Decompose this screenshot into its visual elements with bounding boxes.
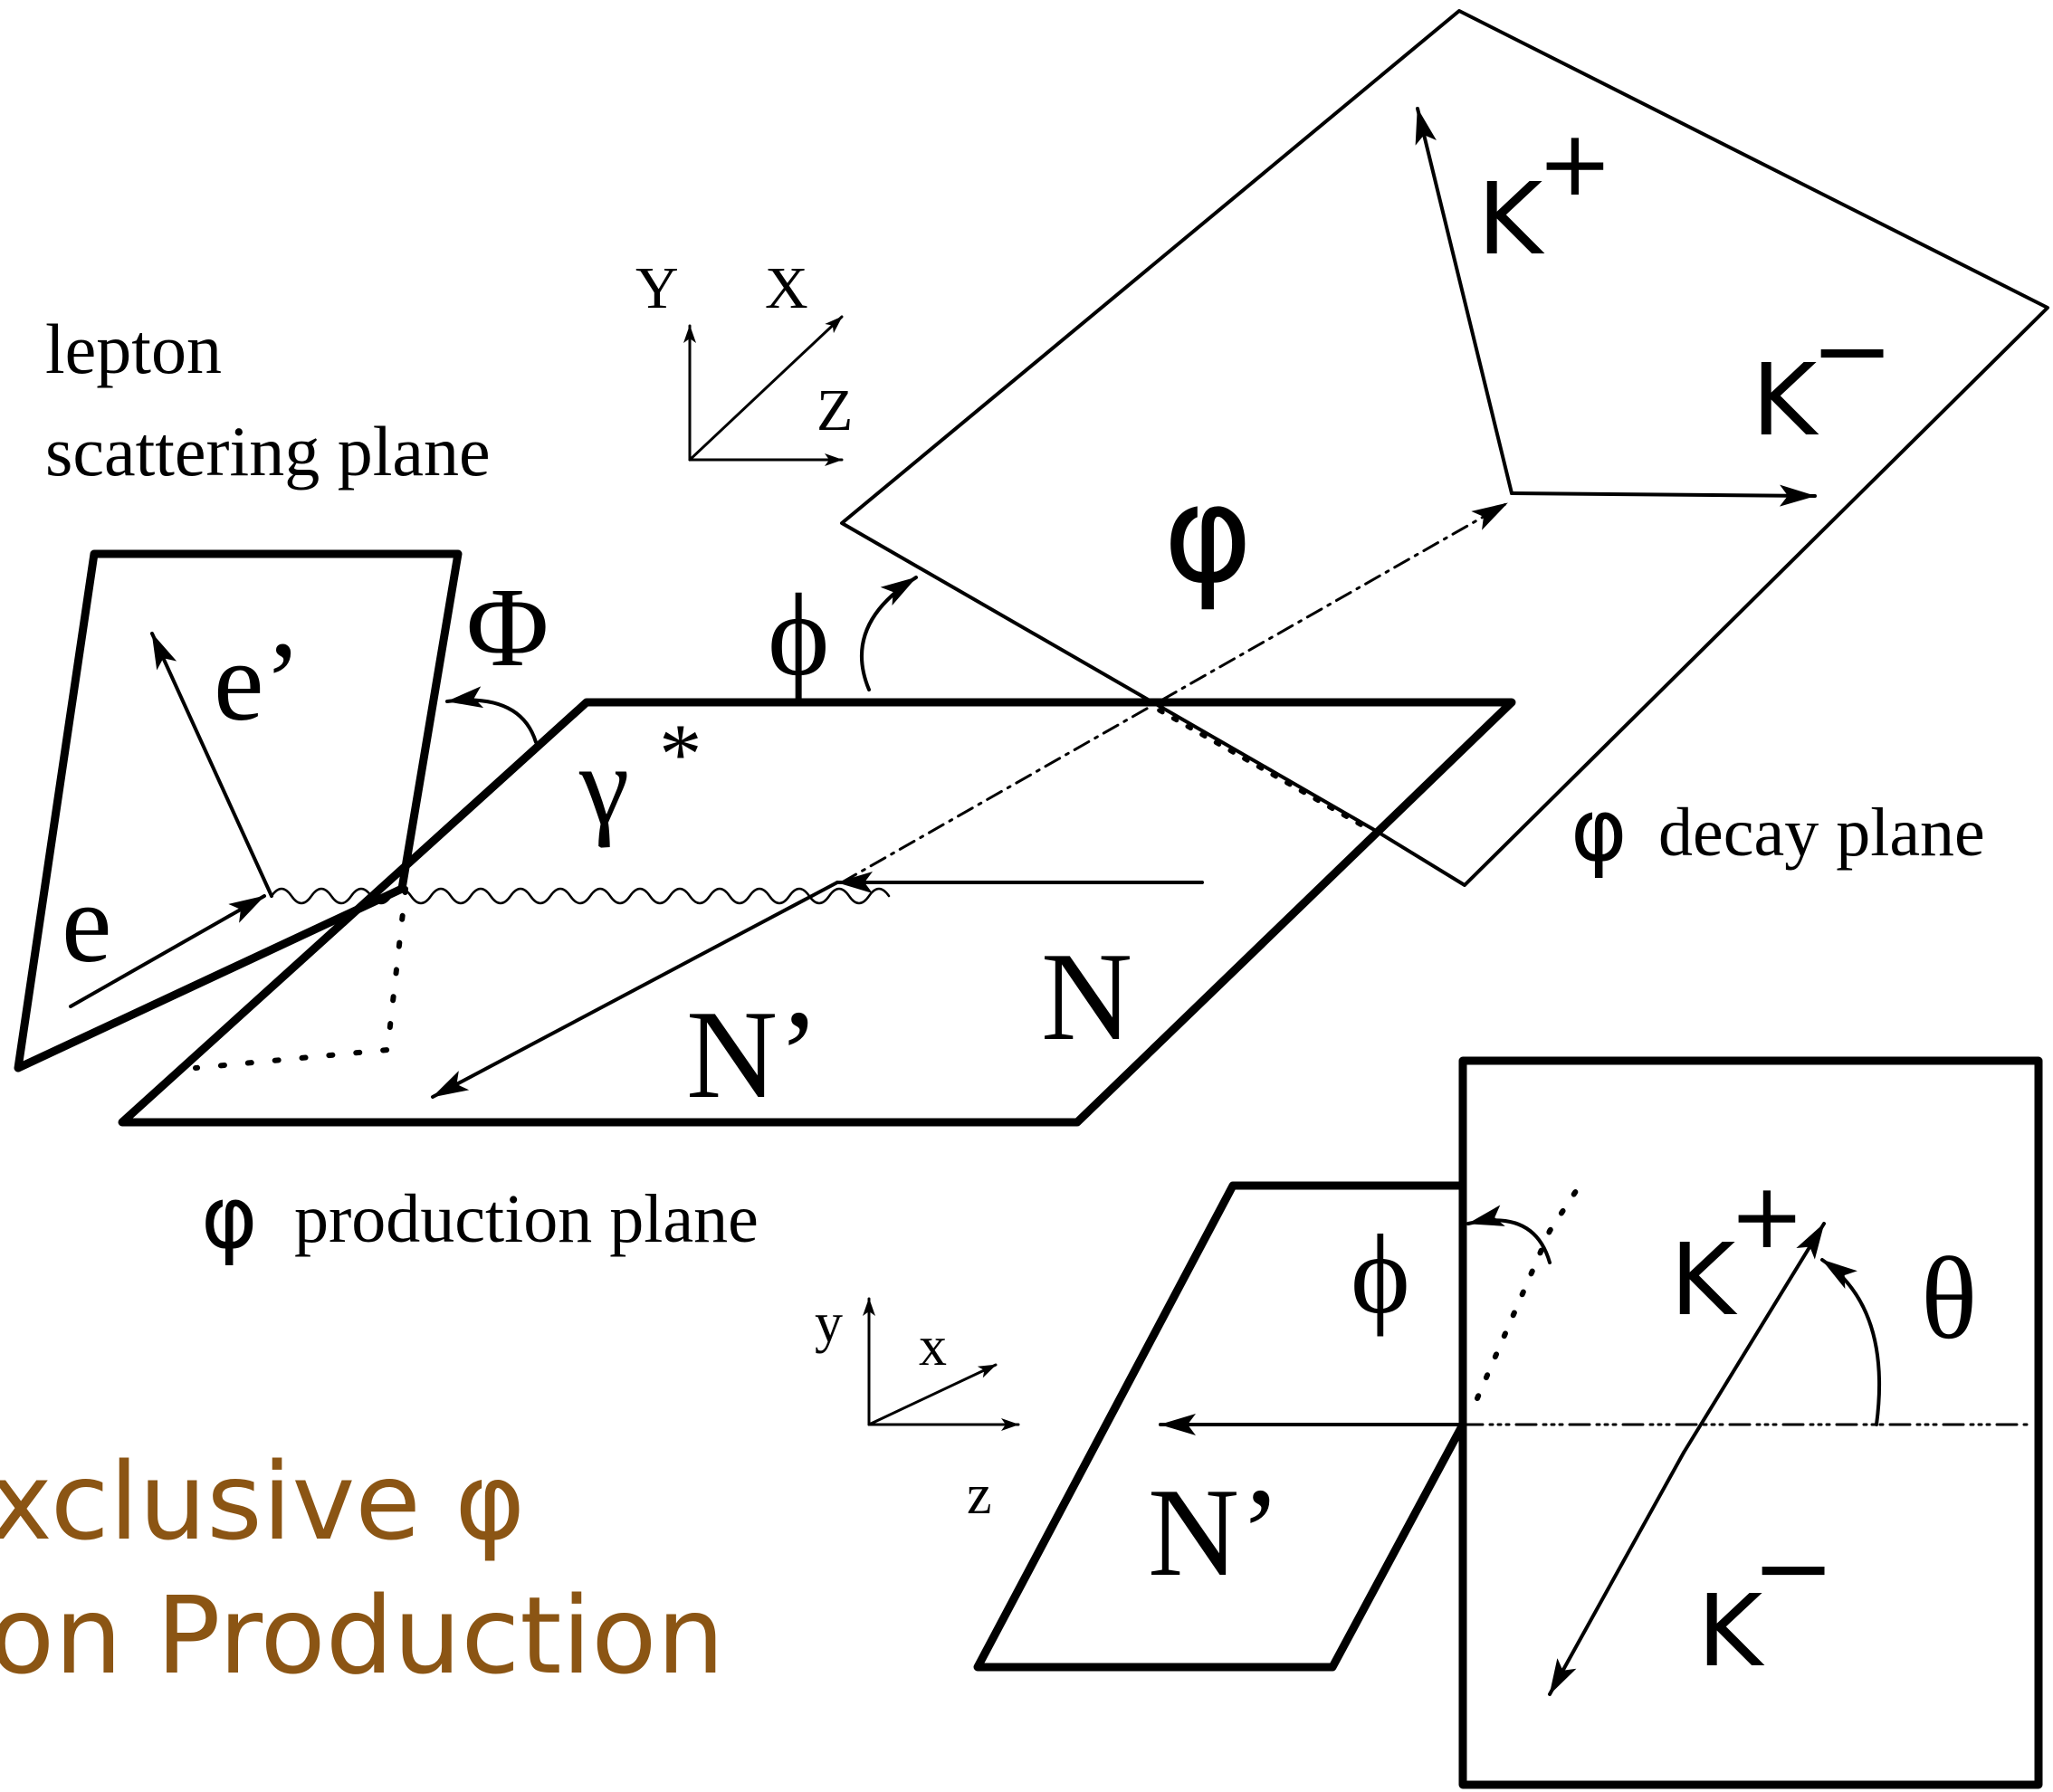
kaon-minus-arrow [1510, 484, 1817, 507]
Phi-angle-arc [445, 686, 538, 744]
decay-plane [840, 9, 2049, 887]
phi-direction-line [840, 501, 1509, 884]
slide-title-line2: on Production [0, 1573, 724, 1698]
lower-kaon-minus-arrow [1548, 1451, 1685, 1696]
lower-kaon-minus-sign: − [1752, 1510, 1835, 1625]
lower-kaon-plus-arrow [1682, 1222, 1826, 1454]
gamma-label: γ [578, 724, 629, 849]
kaon-plus-label: K [1477, 161, 1545, 277]
axis-X-label: X [765, 255, 808, 321]
slide-title-line1: xclusive φ [0, 1439, 525, 1564]
production-plane-label: production plane [294, 1181, 759, 1257]
axis-y-label: y [815, 1292, 843, 1354]
decay-plane-hidden-edge [1142, 700, 1374, 834]
production-plane [118, 698, 1516, 1127]
lower-kaon-plus-sign: + [1729, 1163, 1805, 1269]
lepton-plane-label-line2: scattering plane [45, 412, 491, 491]
phi-angle-arc [860, 576, 918, 691]
N-label: N [1041, 927, 1132, 1067]
lower-phi-angle-label: ϕ [1351, 1213, 1410, 1338]
phi-angle-label: ϕ [768, 570, 829, 701]
lepton-plane-hidden-edge [193, 886, 408, 1071]
upper-axes [683, 315, 844, 466]
kaon-plus-arrow [1415, 107, 1513, 495]
phi-meson-label: φ [1163, 456, 1253, 614]
axis-z-label: z [967, 1464, 992, 1526]
axis-Y-label: Y [635, 255, 679, 321]
virtual-photon-line [270, 887, 891, 905]
lepton-plane-label-line1: lepton [45, 310, 222, 388]
N-prime-label: N’ [686, 985, 820, 1125]
lower-kaon-plus-label: K [1670, 1222, 1738, 1338]
decay-plane-label: decay plane [1658, 795, 1985, 871]
theta-label: θ [1921, 1234, 1977, 1364]
gamma-star-label: * [659, 706, 702, 802]
theta-arc [1820, 1258, 1882, 1426]
kaon-minus-label: K [1752, 342, 1819, 458]
decay-plane-symbol: φ [1571, 781, 1628, 881]
lower-axes [863, 1297, 1020, 1431]
electron-incoming-arrow [69, 894, 266, 1008]
e-label: e [62, 862, 111, 987]
kaon-minus-sign: − [1810, 292, 1894, 408]
lower-kaon-minus-label: K [1697, 1573, 1765, 1689]
lower-hidden-edge [1475, 1183, 1582, 1401]
electron-outgoing-arrow [150, 632, 273, 898]
Phi-angle-label: Φ [466, 566, 549, 691]
lower-N-prime-label: N’ [1148, 1463, 1282, 1603]
kaon-plus-sign: + [1537, 110, 1613, 216]
e-prime-label: e’ [214, 620, 301, 745]
axis-x-label: x [919, 1316, 947, 1377]
axis-Z-label: Z [816, 377, 853, 443]
production-plane-symbol: φ [201, 1168, 258, 1268]
lower-production-plane [973, 1181, 1467, 1672]
N-prime-momentum-arrow [431, 881, 839, 1099]
lower-phi-arc [1466, 1205, 1552, 1264]
